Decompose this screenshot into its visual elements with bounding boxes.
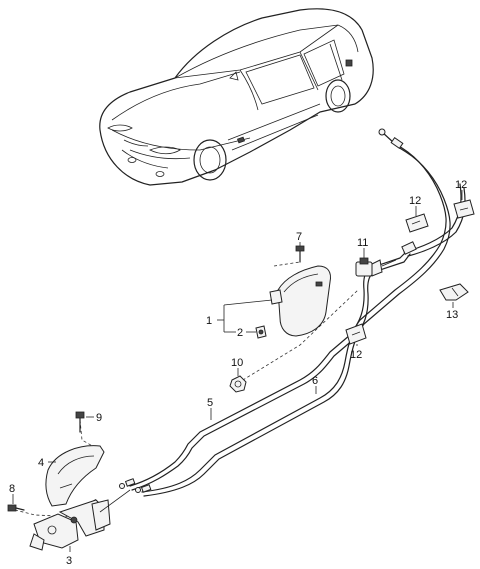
callout-labels: 1 2 3 4 5 6 7 8 9 10 11 12 12 12 13: [9, 179, 467, 567]
clip-12-upper: [405, 213, 429, 233]
callout-3: 3: [66, 555, 72, 567]
clip-12-right: [453, 199, 475, 219]
cable-fittings: [119, 478, 152, 493]
callout-10: 10: [231, 357, 243, 369]
cable-6: [141, 142, 466, 497]
lever-cover-4: [45, 445, 105, 507]
callout-11: 11: [357, 237, 368, 249]
callout-12-upper: 12: [409, 195, 421, 207]
actuator-11: [355, 257, 397, 277]
callout-12-lower: 12: [350, 349, 362, 361]
callout-7: 7: [296, 231, 302, 243]
callout-1: 1: [206, 315, 212, 327]
callout-4: 4: [38, 457, 44, 469]
screw-9: [75, 411, 85, 433]
callout-6: 6: [312, 375, 318, 387]
clip-2: [255, 325, 267, 339]
cable-5: [129, 249, 411, 491]
fuel-filler-door: [269, 265, 331, 337]
callout-9: 9: [96, 412, 102, 424]
bracket-13: [439, 283, 469, 301]
callout-13: 13: [446, 309, 458, 321]
cable-end-top: [378, 128, 404, 150]
screw-7: [295, 245, 305, 263]
clip-12-lower: [345, 323, 367, 345]
screw-8: [7, 504, 25, 512]
callout-2: 2: [237, 327, 243, 339]
cable-connector: [401, 241, 417, 255]
nut-10: [229, 375, 247, 393]
callout-5: 5: [207, 397, 213, 409]
callout-leaders: [12, 190, 463, 552]
callout-8: 8: [9, 483, 15, 495]
lever-bracket-3: [29, 489, 131, 551]
callout-12-right: 12: [455, 179, 467, 191]
car-illustration: [99, 8, 374, 186]
